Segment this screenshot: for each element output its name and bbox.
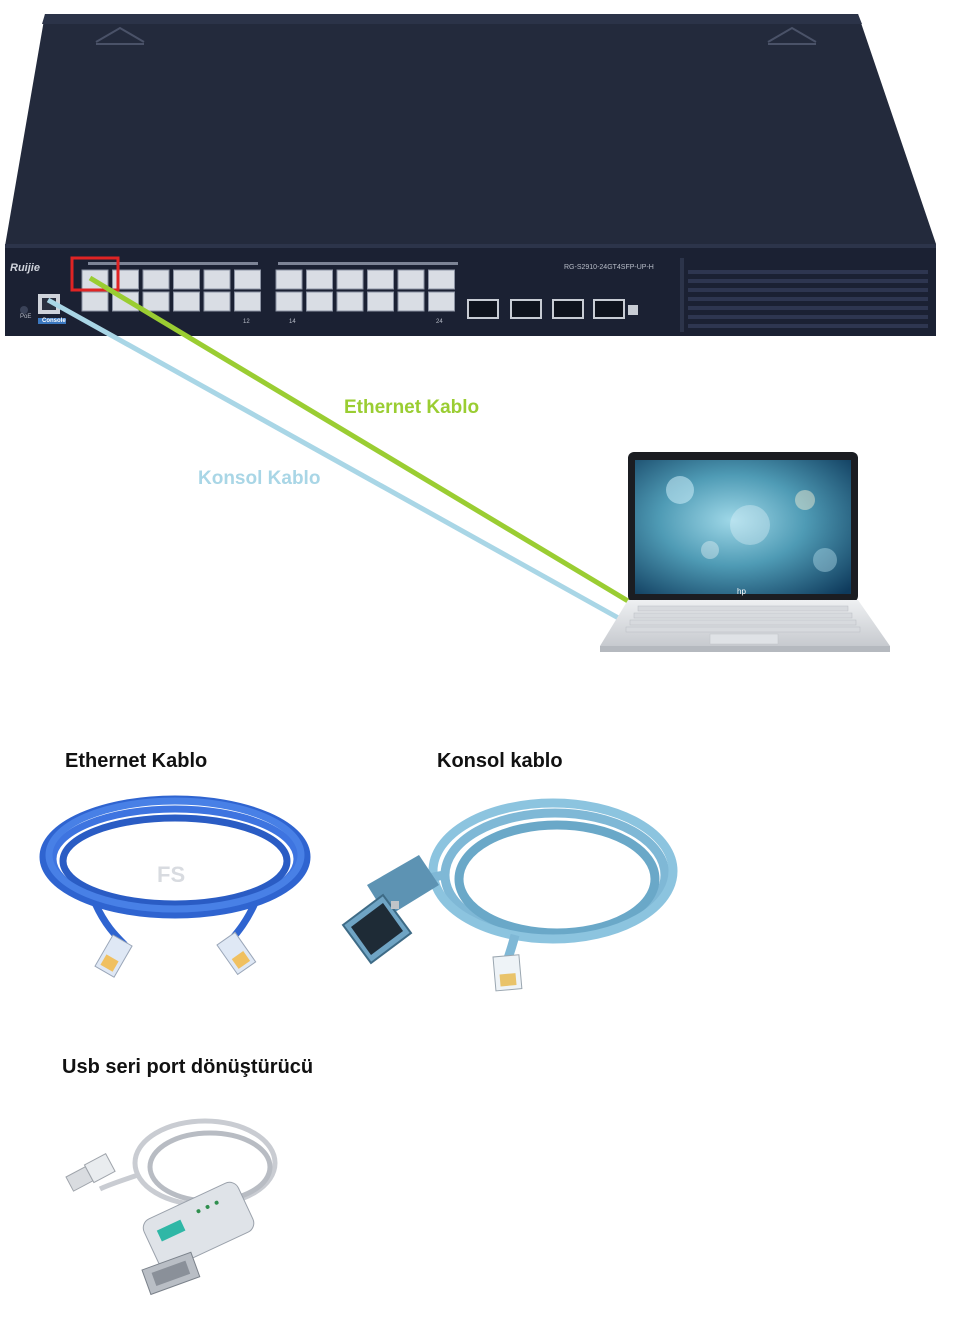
console-cable-image <box>335 785 680 995</box>
ethernet-cable-title: Ethernet Kablo <box>65 750 208 772</box>
fs-watermark: FS <box>157 862 186 887</box>
rj45-port <box>142 269 170 290</box>
rj45-port <box>336 269 364 290</box>
console-cable-label: Konsol Kablo <box>198 468 321 489</box>
rj45-port <box>203 269 231 290</box>
usb-serial-converter-image <box>60 1105 300 1315</box>
ethernet-cable-image <box>35 785 315 985</box>
usb-serial-converter-title: Usb seri port dönüştürücü <box>62 1056 314 1078</box>
port-number-label-12: 12 <box>243 319 250 325</box>
rj45-port <box>203 291 231 312</box>
rj45-port <box>275 269 303 290</box>
cable-lines <box>46 275 630 623</box>
switch-model-label: RG-S2910-24GT4SFP-UP-H <box>564 264 654 271</box>
port-number-label-24: 24 <box>436 319 443 325</box>
rj45-port <box>234 269 261 290</box>
rj45-port <box>306 269 333 290</box>
rj45-port <box>173 291 200 312</box>
rj45-port <box>81 291 109 312</box>
ethernet-cable-line <box>88 275 630 604</box>
port-number-label-14: 14 <box>289 319 296 325</box>
rj45-port <box>397 291 425 312</box>
rj45-port <box>428 291 455 312</box>
rj45-port <box>173 269 200 290</box>
switch-brand-logo: Ruijie <box>10 262 40 274</box>
laptop-logo: hp <box>737 587 746 596</box>
console-cable-line <box>46 297 624 623</box>
ethernet-cable-label: Ethernet Kablo <box>344 397 480 418</box>
rj45-port <box>306 291 333 312</box>
rj45-port <box>428 269 455 290</box>
rj45-port <box>367 291 394 312</box>
console-cable-title: Konsol kablo <box>437 750 563 772</box>
rj45-port <box>142 291 170 312</box>
rj45-port <box>234 291 261 312</box>
laptop <box>600 450 892 655</box>
network-switch <box>0 0 961 345</box>
rj45-port <box>367 269 394 290</box>
rj45-port <box>275 291 303 312</box>
poe-label: PoE <box>20 314 32 320</box>
rj45-port <box>336 291 364 312</box>
rj45-port <box>397 269 425 290</box>
console-port-label: Console <box>42 318 66 324</box>
